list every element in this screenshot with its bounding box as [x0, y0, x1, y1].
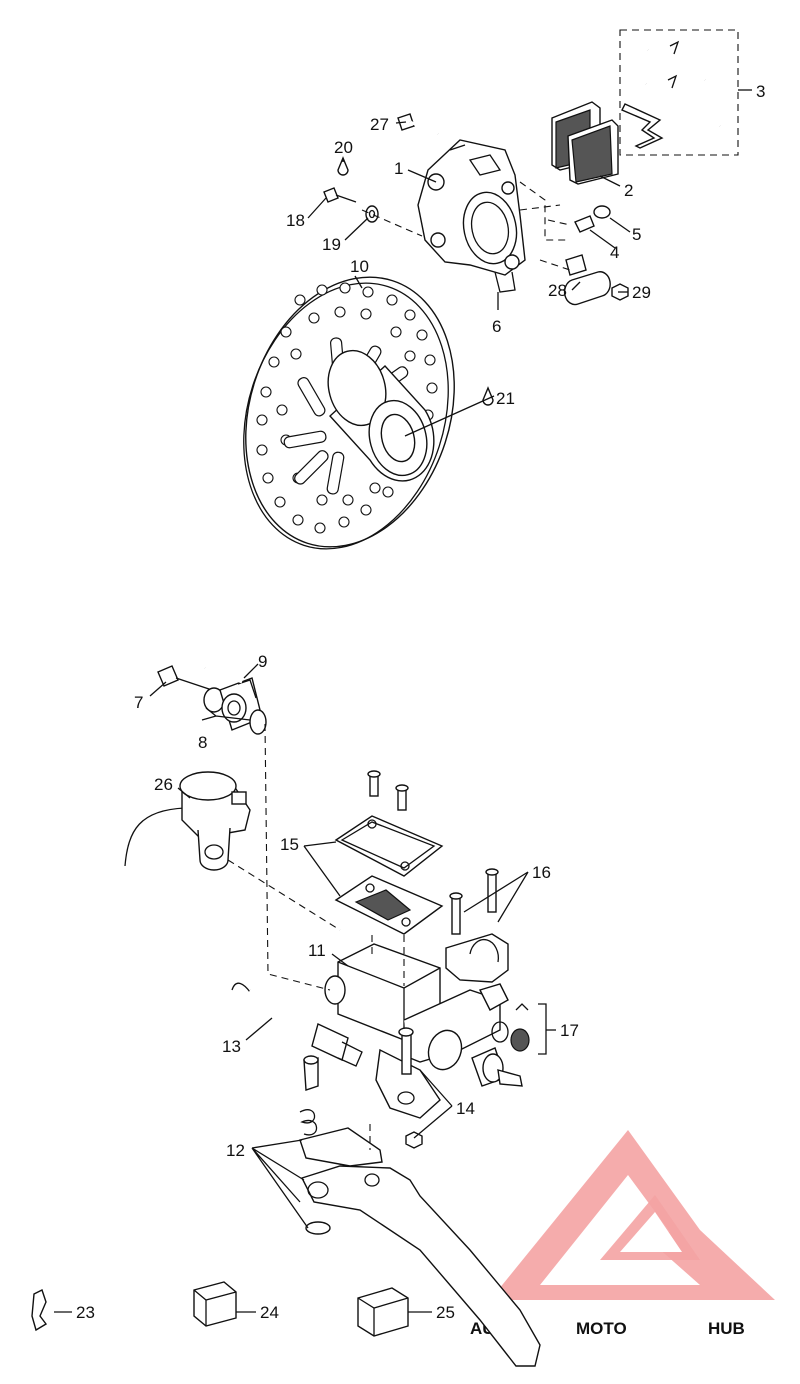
pad-kit	[619, 29, 752, 156]
callout-9: 9	[258, 652, 267, 671]
callout-27: 27	[370, 115, 389, 134]
leader-lines	[54, 121, 631, 1313]
callout-24: 24	[260, 1303, 279, 1322]
bleed-nipple-4	[574, 215, 595, 233]
brake-lever	[299, 1055, 541, 1367]
callout-3: 3	[756, 82, 765, 101]
callout-2: 2	[624, 181, 633, 200]
cap-5	[593, 205, 611, 219]
brake-disc	[243, 276, 455, 550]
brake-switch	[124, 771, 251, 871]
caliper-bolt-27	[397, 113, 439, 136]
callout-7: 7	[134, 693, 143, 712]
callout-23: 23	[76, 1303, 95, 1322]
callout-11: 11	[308, 941, 326, 960]
callout-12: 12	[226, 1141, 245, 1160]
callout-25: 25	[436, 1303, 455, 1322]
callout-17: 17	[560, 1021, 579, 1040]
brake-hose-13	[231, 982, 363, 1067]
callout-21: 21	[496, 389, 515, 408]
master-cylinder	[324, 943, 501, 1119]
disc-hub	[327, 349, 435, 482]
callout-13: 13	[222, 1037, 241, 1056]
watermark-hub: HUB	[708, 1319, 745, 1338]
bolt-18	[323, 187, 357, 203]
relay-24	[193, 1281, 237, 1327]
callout-28: 28	[548, 281, 567, 300]
pivot-parts-17	[471, 1003, 547, 1087]
callout-29: 29	[632, 283, 651, 302]
callout-19: 19	[322, 235, 341, 254]
watermark-moto: MOTO	[576, 1319, 627, 1338]
brake-pads	[551, 101, 619, 185]
pad-pin-28	[563, 254, 611, 306]
clamp-16	[445, 868, 509, 1011]
callout-10: 10	[350, 257, 369, 276]
callout-18: 18	[286, 211, 305, 230]
callout-26: 26	[154, 775, 173, 794]
callout-8: 8	[198, 733, 207, 752]
callout-6: 6	[492, 317, 501, 336]
callout-14: 14	[456, 1099, 475, 1118]
watermark-logo	[490, 1130, 775, 1300]
reservoir-cover	[334, 815, 444, 935]
part-23	[31, 1289, 48, 1332]
callout-1: 1	[394, 159, 403, 178]
banjo-assembly	[157, 665, 267, 735]
callout-4: 4	[610, 243, 619, 262]
cover-screws	[367, 770, 409, 811]
callout-16: 16	[532, 863, 551, 882]
droplet-20	[337, 156, 349, 176]
relay-25	[357, 1287, 409, 1337]
pivot-bolt-14	[398, 1027, 423, 1149]
callout-20: 20	[334, 138, 353, 157]
callout-15: 15	[280, 835, 299, 854]
callout-5: 5	[632, 225, 641, 244]
brake-caliper	[417, 139, 526, 293]
washer-19	[365, 205, 379, 223]
